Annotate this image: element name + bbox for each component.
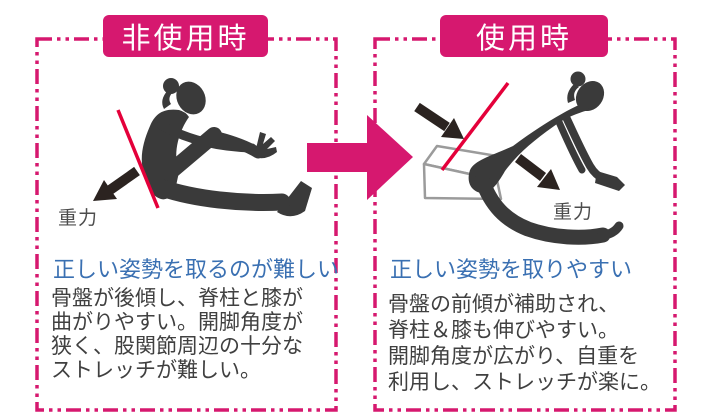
posture-line-tilted-back xyxy=(116,109,160,209)
right-headline: 正しい姿勢を取りやすい xyxy=(390,257,633,282)
right-gravity-label: 重力 xyxy=(553,202,594,223)
left-gravity-label: 重力 xyxy=(58,208,99,229)
pelvis-support-arrow-icon xyxy=(414,102,464,139)
left-figure-illustration xyxy=(93,78,312,217)
posture-line-tilted-forward xyxy=(440,81,510,172)
gravity-arrow-icon xyxy=(514,154,560,190)
gravity-arrow-icon xyxy=(93,166,140,201)
left-panel-title: 非使用時 xyxy=(103,15,268,57)
left-description: 骨盤が後傾し、脊柱と膝が 曲がりやすい。開脚角度が 狭く、股関節周辺の十分な ス… xyxy=(51,287,303,382)
right-description: 骨盤の前傾が補助され、 脊柱＆膝も伸びやすい。 開脚角度が広がり、自重を 利用し… xyxy=(388,293,661,394)
person-limbs xyxy=(153,120,291,211)
right-panel-title: 使用時 xyxy=(440,15,608,57)
transition-right-arrow-icon xyxy=(307,115,413,200)
left-headline: 正しい姿勢を取るのが難しい xyxy=(53,257,340,282)
right-figure-illustration xyxy=(414,71,625,245)
person-limbs xyxy=(474,113,624,245)
